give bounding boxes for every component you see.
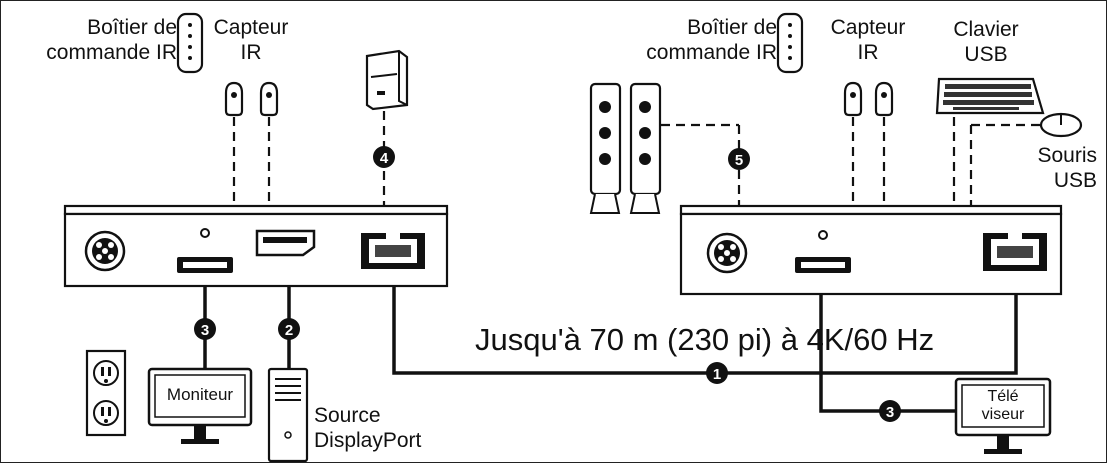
marker-number: 1 (713, 366, 721, 383)
displayport-source-icon (267, 367, 309, 462)
rj45-port-icon (361, 233, 425, 269)
speaker-right-icon (629, 82, 662, 214)
ir-sensor-icon (259, 81, 279, 117)
displayport-source-label: Source DisplayPort (314, 404, 422, 452)
receiver-unit (679, 204, 1063, 296)
monitor-icon (147, 367, 253, 444)
marker-4: 4 (373, 146, 395, 168)
transmitter-unit (63, 204, 449, 288)
marker-number: 3 (886, 404, 894, 421)
usb-mouse-label: Souris USB (1037, 144, 1097, 192)
power-port-icon (706, 232, 748, 274)
marker-3-left: 3 (194, 318, 216, 340)
distance-label: Jusqu'à 70 m (230 pi) à 4K/60 Hz (475, 322, 935, 357)
ir-sensor-left-label: Capteur IR (213, 16, 289, 64)
ir-sensor-right-label: Capteur IR (830, 16, 906, 64)
ir-sensor-icon (843, 81, 863, 117)
status-led-icon (818, 230, 828, 240)
marker-number: 5 (735, 152, 743, 169)
monitor-label: Moniteur (166, 385, 234, 404)
television-icon (954, 377, 1052, 454)
power-port-icon (84, 230, 126, 272)
status-led-icon (200, 228, 210, 238)
ir-sensor-icon (224, 81, 244, 117)
marker-3-right: 3 (879, 400, 901, 422)
ir-sensor-icon (874, 81, 894, 117)
ir-box-left-label: Boîtier de commande IR (46, 16, 177, 64)
marker-2: 2 (278, 318, 300, 340)
marker-1: 1 (706, 362, 728, 384)
usb-keyboard-label: Clavier USB (953, 18, 1019, 66)
ir-remote-right-icon (776, 12, 804, 74)
hdmi-port-icon (795, 257, 851, 273)
usb-mouse-icon (1039, 112, 1083, 138)
power-adapter-icon (365, 49, 409, 111)
tv-label: Télé viseur (981, 388, 1025, 423)
ir-box-right-label: Boîtier de commande IR (646, 16, 777, 64)
ir-remote-left-icon (176, 12, 204, 74)
marker-number: 4 (380, 150, 389, 167)
hdmi-port-icon (177, 257, 233, 273)
marker-number: 2 (285, 322, 293, 339)
rj45-port-icon (983, 233, 1047, 271)
marker-number: 3 (201, 322, 209, 339)
wall-outlet-icon (85, 349, 127, 437)
marker-5: 5 (728, 148, 750, 170)
displayport-port-icon (255, 229, 316, 257)
usb-keyboard-icon (935, 77, 1045, 115)
speaker-left-icon (589, 82, 622, 214)
